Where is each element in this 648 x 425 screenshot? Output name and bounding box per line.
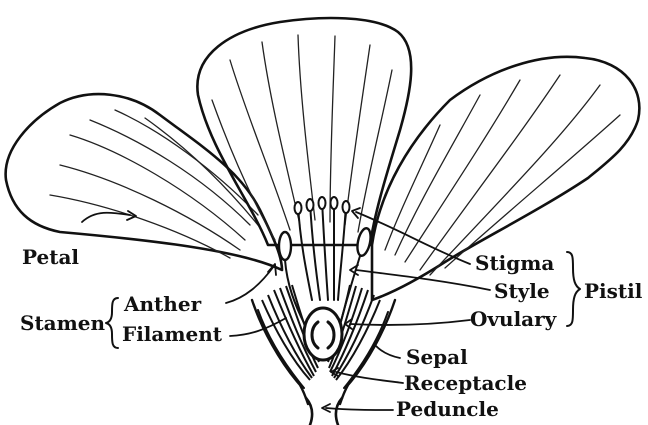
ovulary bbox=[304, 308, 342, 360]
label-stigma: Stigma bbox=[475, 251, 554, 275]
left-petal bbox=[6, 94, 282, 270]
label-pistil: Pistil bbox=[584, 279, 643, 303]
label-filament: Filament bbox=[122, 322, 223, 346]
label-ovulary: Ovulary bbox=[470, 307, 558, 331]
label-sepal: Sepal bbox=[406, 345, 468, 369]
label-peduncle: Peduncle bbox=[396, 397, 499, 421]
stigma-lobes bbox=[295, 197, 350, 300]
label-style: Style bbox=[494, 279, 550, 303]
label-receptacle: Receptacle bbox=[404, 371, 527, 395]
label-stamen: Stamen bbox=[20, 311, 106, 335]
label-petal: Petal bbox=[22, 245, 79, 269]
peduncle bbox=[306, 398, 342, 425]
label-anther: Anther bbox=[123, 292, 202, 316]
